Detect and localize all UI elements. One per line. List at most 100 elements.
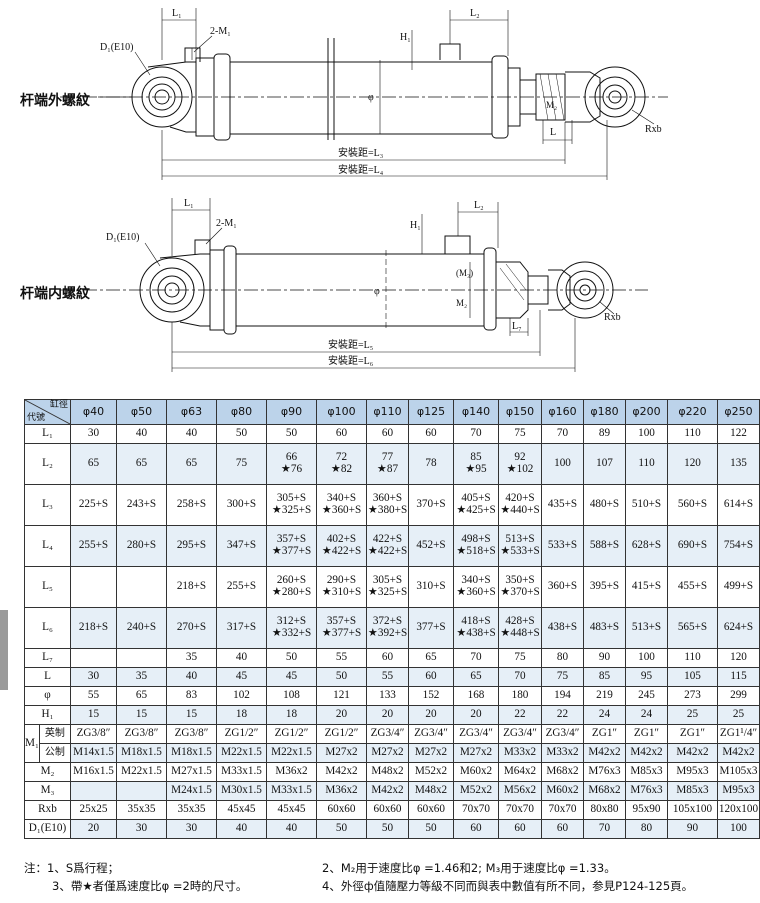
table-cell: 78: [408, 443, 454, 485]
table-cell: M33x2: [541, 743, 584, 763]
cell-value: ★377+S: [321, 627, 362, 639]
table-cell: M18x1.5: [116, 743, 167, 763]
table-cell: 65: [116, 443, 167, 485]
table-cell: ZG3/4″: [366, 724, 409, 744]
table-cell: 40: [116, 424, 167, 444]
table-cell: 357+S★377+S: [316, 607, 367, 649]
table-cell: 510+S: [625, 484, 668, 526]
bore-header: φ250: [717, 399, 760, 425]
table-cell: ZG1″: [583, 724, 626, 744]
table-cell: 418+S★438+S: [453, 607, 499, 649]
table-cell: 40: [216, 648, 267, 668]
bore-header: φ200: [625, 399, 668, 425]
table-cell: M27x2: [366, 743, 409, 763]
table-cell: 80: [541, 648, 584, 668]
table-cell: 50: [366, 819, 409, 839]
row-sublabel: 公制: [38, 743, 72, 763]
cell-value: ★422+S: [321, 545, 362, 557]
table-cell: M52x2: [408, 762, 454, 782]
table-cell: 120x100: [717, 800, 760, 820]
table-cell: 305+S★325+S: [266, 484, 317, 526]
table-cell: 110: [625, 443, 668, 485]
table-cell: 20: [70, 819, 117, 839]
cell-value: 357+S: [326, 615, 357, 628]
note-4: 4、外徑ф值隨壓力等級不同而與表中數值有所不同，参見P124-125頁。: [322, 879, 694, 893]
table-cell: 245: [625, 686, 668, 706]
bore-header: φ150: [498, 399, 542, 425]
table-cell: 20: [366, 705, 409, 725]
table-cell: 100: [625, 424, 668, 444]
table-cell: 35: [166, 648, 217, 668]
table-cell: 89: [583, 424, 626, 444]
table-cell: 25: [717, 705, 760, 725]
table-cell: 55: [366, 667, 409, 687]
table-cell: M95x3: [717, 781, 760, 801]
cell-value: 290+S: [326, 574, 357, 587]
table-cell: 395+S: [583, 566, 626, 608]
table-cell: 255+S: [216, 566, 267, 608]
table-cell: ZG3/8″: [70, 724, 117, 744]
table-cell: M85x3: [625, 762, 668, 782]
table-cell: [70, 566, 117, 608]
table-cell: 422+S★422+S: [366, 525, 409, 567]
table-cell: 295+S: [166, 525, 217, 567]
table-cell: 310+S: [408, 566, 454, 608]
table-cell: M36x2: [266, 762, 317, 782]
table-cell: M33x1.5: [216, 762, 267, 782]
table-cell: 168: [453, 686, 499, 706]
bore-header: φ110: [366, 399, 409, 425]
cell-value: 260+S: [276, 574, 307, 587]
top-rxb: Rxb: [645, 124, 662, 135]
table-cell: 45: [216, 667, 267, 687]
table-cell: 45x45: [216, 800, 267, 820]
table-cell: 65: [408, 648, 454, 668]
cell-value: ★422+S: [367, 545, 408, 557]
table-cell: 95x90: [625, 800, 668, 820]
table-cell: M52x2: [453, 781, 499, 801]
table-cell: 100: [717, 819, 760, 839]
bore-header: φ180: [583, 399, 626, 425]
table-cell: 299: [717, 686, 760, 706]
table-cell: 60: [541, 819, 584, 839]
cell-value: ★448+S: [500, 627, 540, 639]
table-cell: 35: [116, 667, 167, 687]
table-cell: M22x1.5: [216, 743, 267, 763]
table-cell: 60: [366, 648, 409, 668]
table-cell: M64x2: [498, 762, 542, 782]
side-tab-marker: [0, 610, 8, 690]
table-cell: 60x60: [408, 800, 454, 820]
table-cell: 77★87: [366, 443, 409, 485]
cell-value: 357+S: [276, 533, 307, 546]
table-cell: ZG1¹/4″: [717, 724, 760, 744]
table-cell: 22: [498, 705, 542, 725]
cell-value: ★360+S: [321, 504, 362, 516]
table-cell: 60: [498, 819, 542, 839]
bore-header: φ90: [266, 399, 317, 425]
note-1: 注：1、S爲行程；: [24, 861, 120, 875]
table-cell: 50: [316, 819, 367, 839]
table-cell: 20: [408, 705, 454, 725]
table-cell: M48x2: [366, 762, 409, 782]
table-cell: M105x3: [717, 762, 760, 782]
table-cell: ZG3/4″: [453, 724, 499, 744]
cell-value: ★82: [330, 463, 353, 475]
table-cell: M42x2: [583, 743, 626, 763]
table-cell: M18x1.5: [166, 743, 217, 763]
table-cell: 628+S: [625, 525, 668, 567]
table-cell: M42x2: [366, 781, 409, 801]
table-cell: 120: [717, 648, 760, 668]
table-cell: 360+S: [541, 566, 584, 608]
table-cell: M27x1.5: [166, 762, 217, 782]
table-cell: M24x1.5: [166, 781, 217, 801]
table-cell: 100: [625, 648, 668, 668]
table-cell: 75: [498, 648, 542, 668]
table-cell: 55: [316, 648, 367, 668]
table-cell: ZG3/8″: [116, 724, 167, 744]
